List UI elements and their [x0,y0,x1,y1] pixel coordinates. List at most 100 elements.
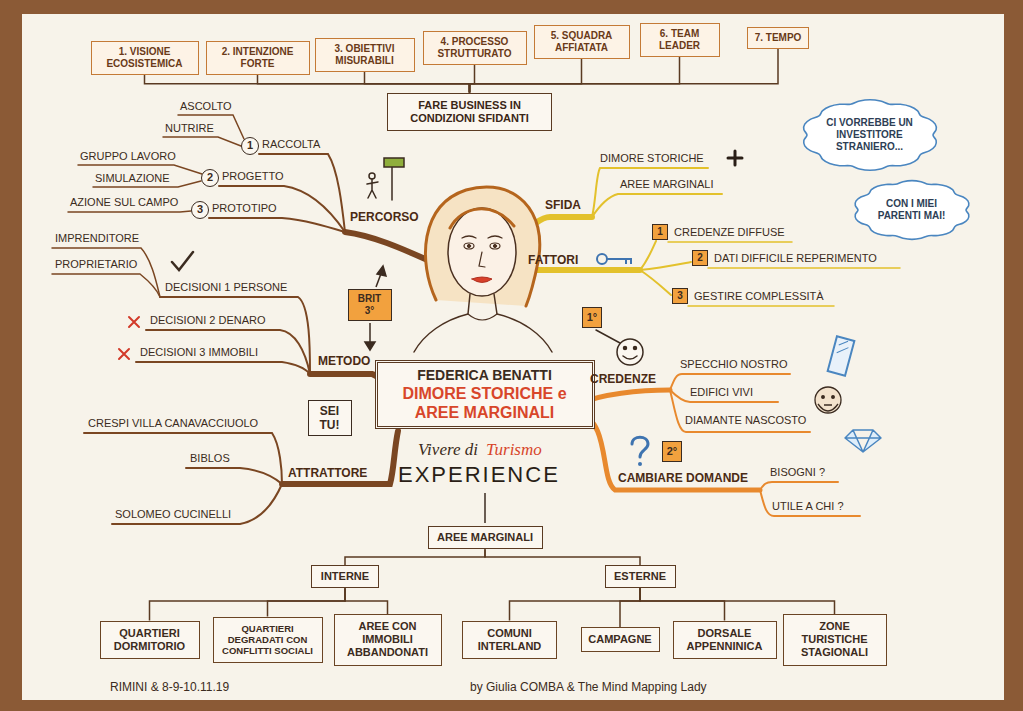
percorso-branch [209,218,345,232]
date-note: RIMINI & 8-9-10.11.19 [110,680,229,694]
node-text: 3 [197,203,203,216]
node-text: BRIT 3° [353,293,387,317]
branch-label: ASCOLTO [180,100,232,113]
node-text: 1° [587,311,598,324]
tree-connector [640,588,725,620]
factor-number: 1 [652,224,668,240]
woman-portrait [414,294,552,352]
node-text: QUARTIERI DORMITORIO [107,627,193,653]
smiley-icon [624,347,627,350]
credenze-branch [760,482,838,490]
branch-label: CRESPI VILLA CANAVACCIUOLO [88,417,258,430]
old-man-icon [822,396,825,399]
node-text: 1. VISIONE ECOSISTEMICA [98,46,192,70]
smiley-icon [623,356,637,359]
key-icon [597,254,632,264]
woman-portrait [479,252,485,267]
step-circle: 3 [191,201,209,219]
sfida-fattori-branch [592,194,722,217]
key-icon [597,254,607,264]
branch-label: GESTIRE COMPLESSITÀ [694,290,824,303]
node-text: INTERNE [320,570,370,583]
node-text: SEI TU! [314,404,346,433]
woman-portrait [462,236,502,238]
sfida-fattori-branch [668,241,792,243]
branch-label: DECISIONI 3 IMMOBILI [140,346,258,359]
node-text: 2° [667,445,678,458]
brit-arrows [369,323,371,344]
old-man-icon [832,396,835,399]
smiley-icon [617,339,643,365]
attrattore-branch [84,431,398,524]
principle-box: 2. INTENZIONE FORTE [206,41,310,75]
node-text: 2 [207,171,213,184]
principle-box: 4. PROCESSO STRUTTURATO [423,31,527,65]
node-text: 2. INTENZIONE FORTE [213,46,303,70]
old-man-icon [815,387,841,413]
branch-label: DIAMANTE NASCOSTO [685,414,806,427]
credit-note: by Giulia COMBA & The Mind Mapping Lady [470,680,707,694]
branch-label: UTILE A CHI ? [772,500,844,513]
branch-title: CREDENZE [590,372,656,386]
callout-box: SEI TU! [308,400,352,437]
factor-number: 2 [692,250,708,266]
category-box: INTERNE [311,565,379,588]
tree-connector [485,549,640,565]
signpost-figure [367,179,378,198]
sfida-fattori-branch [592,168,708,217]
tagline: Turismo [486,440,542,460]
branch-label: GRUPPO LAVORO [80,150,176,163]
node-text: CAMPAGNE [588,633,653,646]
node-text: COMUNI INTERLAND [469,627,550,653]
branch-label: PROGETTO [222,170,284,183]
theme-box: FARE BUSINESS IN CONDIZIONI SFIDANTI [387,93,552,131]
branch-label: BISOGNI ? [770,466,825,479]
brit-arrows [377,266,386,276]
metodo-branch [52,248,392,394]
credenze-branch [760,490,860,516]
branch-label: IMPRENDITORE [55,232,139,245]
branch-title: METODO [318,354,370,368]
attrattore-branch [112,484,282,524]
leaf-box: AREE CON IMMOBILI ABBANDONATI [334,614,442,666]
node-text: QUARTIERI DEGRADATI CON CONFLITTI SOCIAL… [220,623,316,657]
branch-label: EDIFICI VIVI [690,386,753,399]
woman-portrait [467,244,470,247]
branch-label: CREDENZE DIFFUSE [674,226,785,239]
rank-tag: BRIT 3° [348,289,392,321]
mirror-icon [828,336,855,375]
paper-sheet [22,14,1004,700]
sfida-fattori-branch [688,305,834,307]
branch-label: DATI DIFFICILE REPERIMENTO [714,252,877,265]
woman-portrait [448,208,516,296]
node-text: ESTERNE [614,570,667,583]
woman-portrait [472,277,492,283]
branch-title: PERCORSO [350,210,419,224]
node-text: CON I MIEI PARENTI MAI! [874,198,950,222]
thought-cloud: CI VORREBBE UN INVESTITORE STRANIERO... [800,99,940,171]
leaf-box: COMUNI INTERLAND [462,621,557,659]
leaf-box: DORSALE APPENNINICA [673,621,777,659]
tagline: Vivere di [418,440,478,460]
tree-connector [345,588,388,614]
principle-box: 5. SQUADRA AFFIATATA [534,25,630,59]
signpost-figure [369,173,375,179]
step-circle: 1 [241,137,259,155]
node-text: FARE BUSINESS IN CONDIZIONI SFIDANTI [395,99,544,125]
branch-title: FATTORI [528,253,578,267]
smiley-icon [634,347,637,350]
rank-tag: 2° [662,441,683,462]
node-text: ZONE TURISTICHE STAGIONALI [790,620,880,660]
question-icon [632,437,648,457]
woman-portrait [468,314,497,320]
credenze-branch [579,374,860,516]
node-text: DIMORE STORICHE e AREE MARGINALI [386,384,584,422]
attrattore-branch [282,431,398,484]
branch-label: PROPRIETARIO [55,258,137,271]
node-text: 3 [677,290,683,302]
node-text: AREE MARGINALI [437,531,534,544]
leaf-box: ZONE TURISTICHE STAGIONALI [783,614,887,666]
attrattore-branch [186,468,282,484]
sfida-fattori-branch [640,262,691,270]
